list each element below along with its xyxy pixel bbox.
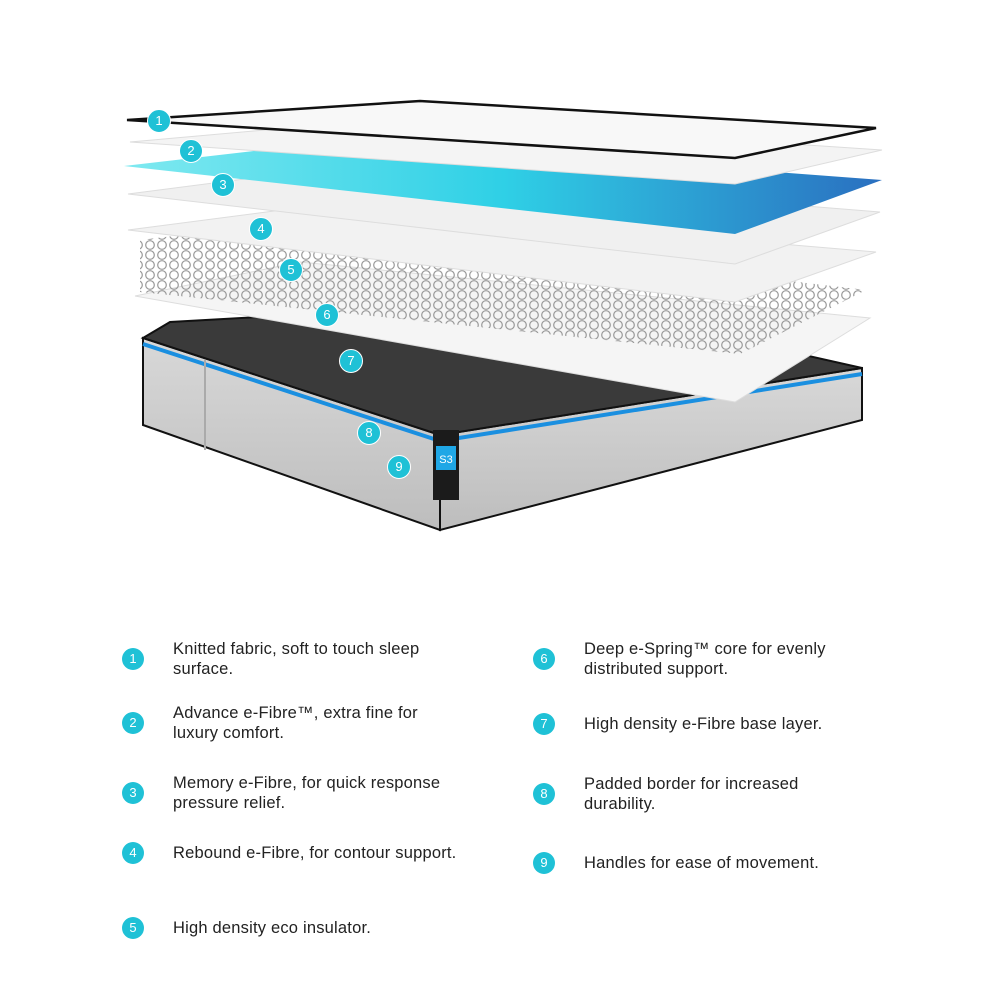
legend-item: 9 Handles for ease of movement. <box>533 852 873 874</box>
legend-item: 8 Padded border for increased durability. <box>533 774 873 814</box>
callout-3: 3 <box>211 173 235 197</box>
legend-item: 2 Advance e-Fibre™, extra fine for luxury… <box>122 703 462 743</box>
legend-number: 7 <box>533 713 555 735</box>
legend-number: 8 <box>533 783 555 805</box>
legend-number: 4 <box>122 842 144 864</box>
callout-4: 4 <box>249 217 273 241</box>
legend-item: 3 Memory e-Fibre, for quick response pres… <box>122 773 462 813</box>
callout-9: 9 <box>387 455 411 479</box>
legend-number: 1 <box>122 648 144 670</box>
layer-6-springs <box>140 222 866 354</box>
legend-number: 9 <box>533 852 555 874</box>
legend-text: Advance e-Fibre™, extra fine for luxury … <box>173 704 418 742</box>
legend-text: Rebound e-Fibre, for contour support. <box>173 844 457 862</box>
legend-text: Handles for ease of movement. <box>584 854 820 872</box>
legend-number: 6 <box>533 648 555 670</box>
legend-item: 4 Rebound e-Fibre, for contour support. <box>122 842 462 864</box>
legend-item: 1 Knitted fabric, soft to touch sleep sur… <box>122 639 462 679</box>
legend-item: 7 High density e-Fibre base layer. <box>533 713 873 735</box>
legend-number: 3 <box>122 782 144 804</box>
callout-7: 7 <box>339 349 363 373</box>
mattress-exploded-illustration: S3 <box>124 99 883 532</box>
layer-5 <box>127 204 877 303</box>
layer-3 <box>124 140 882 234</box>
callout-6: 6 <box>315 303 339 327</box>
model-label: S3 <box>439 454 452 466</box>
legend-text: Memory e-Fibre, for quick response press… <box>173 774 441 812</box>
legend-item: 6 Deep e-Spring™ core for evenly distribu… <box>533 639 873 679</box>
layer-1-fabric <box>126 99 877 160</box>
legend-text: Deep e-Spring™ core for evenly distribut… <box>584 640 826 678</box>
callout-2: 2 <box>179 139 203 163</box>
callout-5: 5 <box>279 258 303 282</box>
callout-1: 1 <box>147 109 171 133</box>
legend-item: 5 High density eco insulator. <box>122 917 462 939</box>
legend-text: Padded border for increased durability. <box>584 775 799 813</box>
legend-text: Knitted fabric, soft to touch sleep surf… <box>173 640 420 678</box>
legend-text: High density eco insulator. <box>173 919 372 937</box>
legend-number: 2 <box>122 712 144 734</box>
legend-number: 5 <box>122 917 144 939</box>
legend-text: High density e-Fibre base layer. <box>584 715 823 733</box>
callout-8: 8 <box>357 421 381 445</box>
